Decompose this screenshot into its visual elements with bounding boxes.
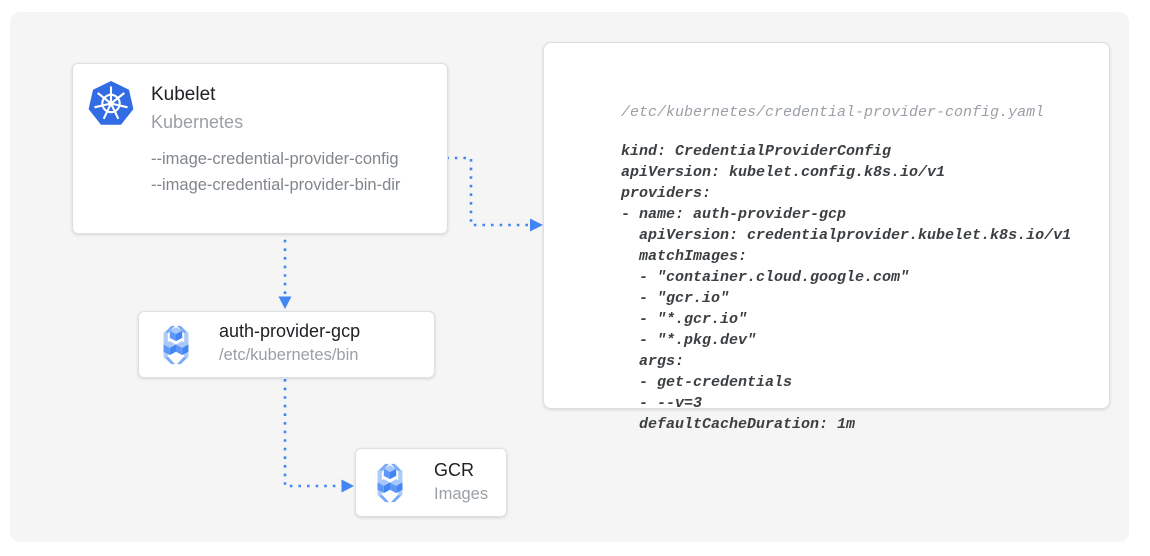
flag-image-credential-provider-config: --image-credential-provider-config — [151, 150, 399, 168]
auth-provider-gcp-card: auth-provider-gcp /etc/kubernetes/bin — [138, 311, 435, 378]
auth-provider-title: auth-provider-gcp — [219, 321, 361, 341]
kubelet-subtitle: Kubernetes — [151, 112, 244, 132]
container-registry-icon — [377, 463, 403, 503]
kubelet-card: Kubelet Kubernetes --image-credential-pr… — [72, 63, 448, 234]
gcr-subtitle: Images — [434, 485, 489, 503]
gcr-title: GCR — [434, 460, 474, 480]
kubelet-flags: --image-credential-provider-config --ima… — [151, 146, 400, 198]
flag-image-credential-provider-bin-dir: --image-credential-provider-bin-dir — [151, 176, 401, 194]
gcr-card: GCR Images — [355, 448, 507, 517]
kubernetes-logo-icon — [88, 81, 134, 125]
kubelet-title: Kubelet — [151, 84, 216, 105]
auth-provider-path: /etc/kubernetes/bin — [219, 346, 359, 364]
config-yaml-code: kind: CredentialProviderConfig apiVersio… — [621, 143, 1072, 433]
container-registry-icon — [163, 325, 189, 365]
credential-provider-config-panel: /etc/kubernetes/credential-provider-conf… — [543, 42, 1110, 433]
config-file-path: /etc/kubernetes/credential-provider-conf… — [621, 104, 1045, 121]
